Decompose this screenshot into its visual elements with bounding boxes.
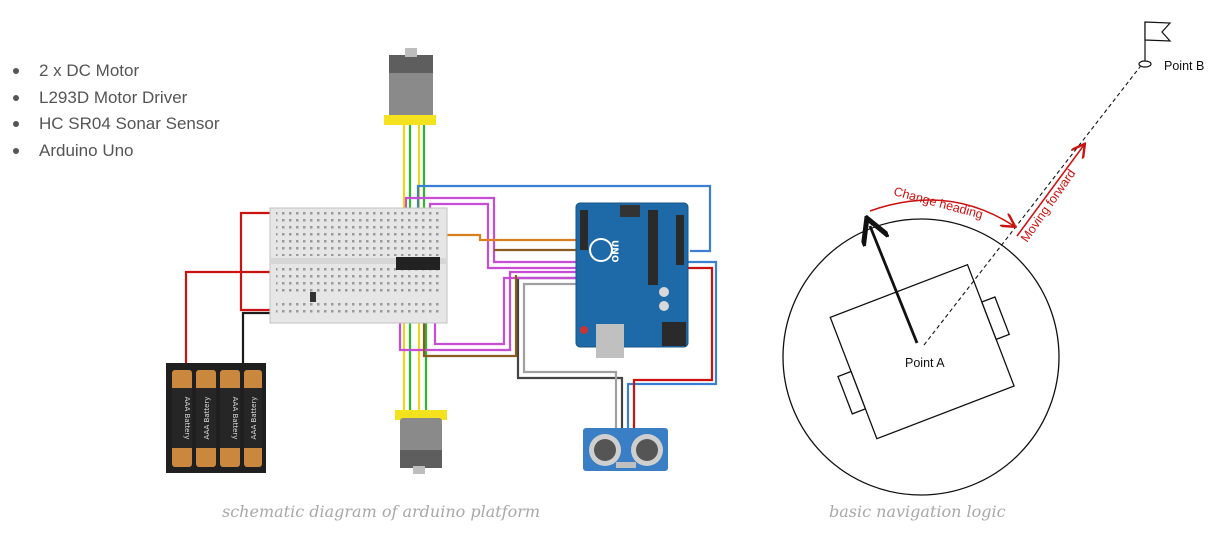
dc-motor-top [384, 48, 436, 125]
heading-arrow [870, 226, 919, 344]
robot-body [782, 218, 1060, 496]
point-b-label: Point B [1164, 59, 1204, 73]
bullet-icon [13, 121, 19, 127]
navigation-diagram: Change heading Moving forward Point A Po… [782, 21, 1204, 496]
wheel [837, 370, 867, 415]
robot-chassis [829, 263, 1015, 440]
bullet-icon [13, 68, 19, 74]
part-label: 2 x DC Motor [39, 61, 140, 80]
moving-forward-label: Moving forward [1018, 167, 1079, 245]
flag-icon [1138, 21, 1172, 68]
moving-forward-arrow [1016, 145, 1084, 237]
battery-label: AAA Battery [183, 397, 191, 440]
navigation-caption: basic navigation logic [829, 502, 1006, 521]
change-heading-label: Change heading [892, 184, 984, 221]
change-heading-arrow [869, 199, 1014, 226]
battery-pack: AAA Battery AAA Battery AAA Battery AAA … [166, 363, 266, 473]
parts-list-item: Arduino Uno [10, 138, 219, 165]
parts-list-item: 2 x DC Motor [10, 58, 219, 85]
dc-motor-bottom [395, 410, 447, 474]
parts-list: 2 x DC Motor L293D Motor Driver HC SR04 … [10, 58, 219, 164]
path-to-target [923, 62, 1144, 346]
parts-list-item: HC SR04 Sonar Sensor [10, 111, 219, 138]
battery-label: AAA Battery [250, 397, 258, 440]
arduino-uno: UNO [575, 202, 689, 358]
part-label: Arduino Uno [39, 140, 134, 160]
wheel [981, 296, 1011, 341]
part-label: HC SR04 Sonar Sensor [39, 114, 220, 133]
battery-label: AAA Battery [231, 397, 239, 440]
bullet-icon [13, 94, 19, 101]
parts-list-item: L293D Motor Driver [10, 85, 219, 112]
motor-driver-chip [396, 257, 440, 270]
sonar-sensor [583, 428, 668, 471]
bullet-icon [13, 147, 19, 154]
schematic-diagram: AAA Battery AAA Battery AAA Battery AAA … [166, 48, 718, 474]
battery-label: AAA Battery [203, 397, 211, 440]
point-a-label: Point A [905, 356, 945, 370]
arduino-label: UNO [609, 240, 619, 263]
schematic-caption: schematic diagram of arduino platform [222, 502, 541, 521]
part-label: L293D Motor Driver [39, 87, 188, 107]
breadboard [269, 207, 448, 324]
